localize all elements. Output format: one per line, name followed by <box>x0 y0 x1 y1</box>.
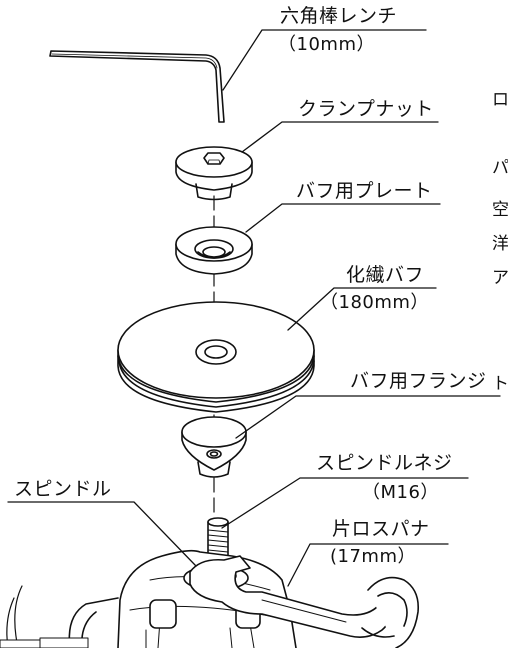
margin-char-3: 空 <box>492 200 508 220</box>
label-spindle: スピンドル <box>14 478 112 500</box>
buff-flange <box>181 416 247 478</box>
margin-char-6: ト <box>492 374 508 394</box>
label-clamp-nut: クランプナット <box>298 98 434 120</box>
cutoff-box <box>39 637 89 648</box>
label-hex-wrench: 六角棒レンチ <box>280 5 398 27</box>
label-buff: 化繊バフ <box>346 264 425 286</box>
label-spanner-size: (17mm） <box>330 546 416 567</box>
margin-char-1: ロ <box>492 90 508 110</box>
margin-char-4: 洋 <box>492 234 508 254</box>
label-spindle-screw: スピンドルネジ <box>316 452 453 474</box>
leader-lines <box>7 29 501 587</box>
margin-char-2: パ <box>492 158 508 178</box>
label-buff-size: （180mm） <box>320 292 429 313</box>
hand <box>361 576 420 648</box>
hex-wrench <box>49 50 225 123</box>
synthetic-buff <box>117 301 315 413</box>
label-hex-wrench-size: （10mm） <box>278 34 375 55</box>
label-buff-plate: バフ用プレート <box>296 180 433 202</box>
label-spanner: 片ロスパナ <box>332 518 430 540</box>
clamp-nut <box>175 146 253 201</box>
buff-plate <box>175 226 253 275</box>
label-buff-flange: バフ用フランジ <box>350 370 487 392</box>
margin-char-5: ア <box>492 268 508 288</box>
label-spindle-screw-size: （M16） <box>362 482 439 503</box>
